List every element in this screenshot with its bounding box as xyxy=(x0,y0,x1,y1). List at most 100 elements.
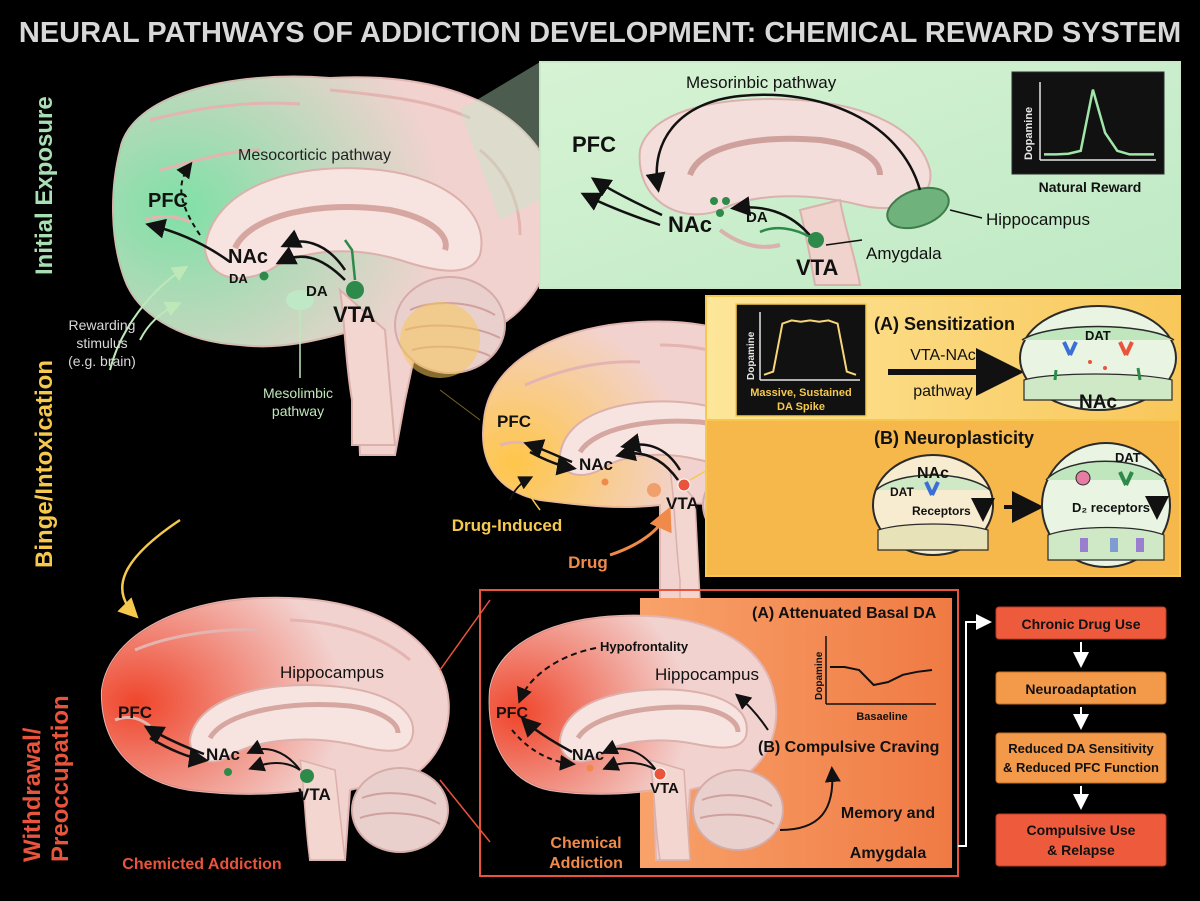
flow-box-3 xyxy=(995,732,1167,784)
label-nac-b: NAc xyxy=(579,455,613,474)
arrow-pfc-nac-w xyxy=(149,736,209,768)
flow-label-4b: & Relapse xyxy=(1047,842,1115,858)
label-drug-induced: Drug-Induced xyxy=(452,516,563,535)
arrow-vta-nac-p3a xyxy=(601,739,657,771)
chart-attenuated-da xyxy=(825,636,936,705)
label-hypofrontality: Hypofrontality xyxy=(600,639,689,654)
flow-label-3a: Reduced DA Sensitivity xyxy=(1008,741,1154,756)
label-np-receptors: Receptors xyxy=(912,504,971,518)
label-path-1: VTA-NAc xyxy=(910,347,975,364)
vta-node-b xyxy=(677,478,691,492)
chart-caption-spike-1: Massive, Sustained xyxy=(750,387,852,399)
arrow-nac-pfc xyxy=(145,218,231,264)
nac-node-b xyxy=(601,478,609,486)
label-hippocampus-w: Hippocampus xyxy=(280,663,384,682)
arrow-pfc-nac-p3 xyxy=(511,729,576,771)
label-pfc: PFC xyxy=(148,190,188,212)
arrow-stimulus-1 xyxy=(109,265,189,371)
arrow-pfc-nac-b xyxy=(529,450,577,476)
arrow-vta-nac-1 xyxy=(275,246,346,281)
chart-ylabel-dopamine-b: Dopamine xyxy=(746,331,757,380)
label-vta-p3: VTA xyxy=(650,780,679,797)
arrow-vta-nac-2 xyxy=(280,229,347,271)
label-synapse-nac: NAc xyxy=(1079,392,1117,413)
chart-ylabel-dopamine-w: Dopamine xyxy=(814,651,825,700)
arrow-vta-nac-w1 xyxy=(246,739,301,771)
zoom-line-4 xyxy=(439,779,491,843)
label-stimulus-3: (e.g. brain) xyxy=(68,353,136,369)
arrow-mesorinbic xyxy=(645,93,922,193)
label-pfc-b: PFC xyxy=(497,412,531,431)
label-synapse-dat: DAT xyxy=(1085,328,1111,343)
label-chemical-1: Chemical xyxy=(550,835,621,852)
arrow-vta-nac-b2 xyxy=(620,433,682,471)
chart-natural-reward xyxy=(1011,71,1165,175)
vta-node-w xyxy=(300,769,314,783)
nac-dot-3 xyxy=(716,209,724,217)
label-mesolimbic-2: pathway xyxy=(272,403,324,419)
arrow-craving-up xyxy=(734,693,769,731)
vta-neuron-icon-p1 xyxy=(759,226,813,240)
label-memory-1: Memory and xyxy=(841,805,935,822)
label-nac: NAc xyxy=(228,246,268,268)
nac-dot-2 xyxy=(722,197,730,205)
arrow-stimulus-2 xyxy=(139,301,182,341)
label-attenuated-basal-da: (A) Attenuated Basal DA xyxy=(752,605,937,622)
label-vta-w: VTA xyxy=(298,785,331,804)
brain-withdrawal xyxy=(100,596,450,861)
arrow-vta-nac-w2 xyxy=(248,756,301,772)
flow-box-1 xyxy=(995,606,1167,640)
label-chemicted-addiction: Chemicted Addiction xyxy=(122,856,281,873)
flow-label-1: Chronic Drug Use xyxy=(1021,616,1140,632)
label-np-dat: DAT xyxy=(890,485,914,499)
arrow-vta-nac-b1 xyxy=(615,441,680,481)
flow-box-2 xyxy=(995,671,1167,705)
stage-label-initial: Initial Exposure xyxy=(31,96,58,275)
flow-label-4a: Compulsive Use xyxy=(1027,822,1136,838)
vta-node-p3 xyxy=(653,767,667,781)
label-memory-2: Amygdala xyxy=(850,845,927,862)
amygdala-leader xyxy=(825,239,863,246)
nac-node xyxy=(259,271,269,281)
arrow-nac-pfc-p3 xyxy=(520,716,573,754)
label-drug: Drug xyxy=(568,553,608,572)
label-mesocortic-pathway: Mesocorticic pathway xyxy=(238,147,391,164)
label-stimulus-1: Rewarding xyxy=(69,317,136,333)
label-pfc-w: PFC xyxy=(118,703,152,722)
label-nac-p1: NAc xyxy=(668,212,712,237)
flow-bracket xyxy=(958,614,992,847)
label-da: DA xyxy=(229,271,248,286)
panel-withdrawal-zoom xyxy=(488,598,952,868)
arrow-drug-induced xyxy=(509,476,534,501)
label-vta: VTA xyxy=(333,302,375,327)
synapse-neuroplasticity-2 xyxy=(1041,442,1171,568)
label-pfc-p3: PFC xyxy=(496,705,528,722)
label-stimulus-2: stimulus xyxy=(76,335,127,351)
label-mesorinbic-pathway: Mesorinbic pathway xyxy=(686,73,837,92)
label-nac-p3: NAc xyxy=(572,747,604,764)
vta-node-p1 xyxy=(808,232,824,248)
vta-neuron-icon xyxy=(343,239,357,281)
label-amygdala-p1: Amygdala xyxy=(866,244,942,263)
label-hippocampus-p1: Hippocampus xyxy=(986,210,1090,229)
panel-withdrawal-frame xyxy=(479,589,959,877)
synapse-sensitization xyxy=(1019,305,1177,411)
brain-initial xyxy=(112,75,558,456)
page-title: NEURAL PATHWAYS OF ADDICTION DEVELOPMENT… xyxy=(19,17,1181,49)
stage-label-withdrawal-2: Preoccupation xyxy=(47,695,74,862)
chart-xlabel-baseline: Basaeline xyxy=(856,711,907,723)
stage-label-binge: Binge/Intoxication xyxy=(31,360,58,568)
label-mesolimbic-1: Mesolimbic xyxy=(263,385,333,401)
label-vta-b: VTA xyxy=(666,494,699,513)
chart-ylabel-dopamine: Dopamine xyxy=(1023,107,1035,160)
chart-series-line xyxy=(1044,89,1154,156)
label-hippocampus-p3: Hippocampus xyxy=(655,665,759,684)
flow-box-4 xyxy=(995,813,1167,867)
arrow-nac-pfc-p1b xyxy=(580,192,661,227)
arrow-stage-transition xyxy=(117,518,181,619)
flow-label-2: Neuroadaptation xyxy=(1025,681,1136,697)
label-vta-p1: VTA xyxy=(796,255,838,280)
hippocampus-leader xyxy=(949,209,983,219)
label-pfc-p1: PFC xyxy=(572,132,616,157)
